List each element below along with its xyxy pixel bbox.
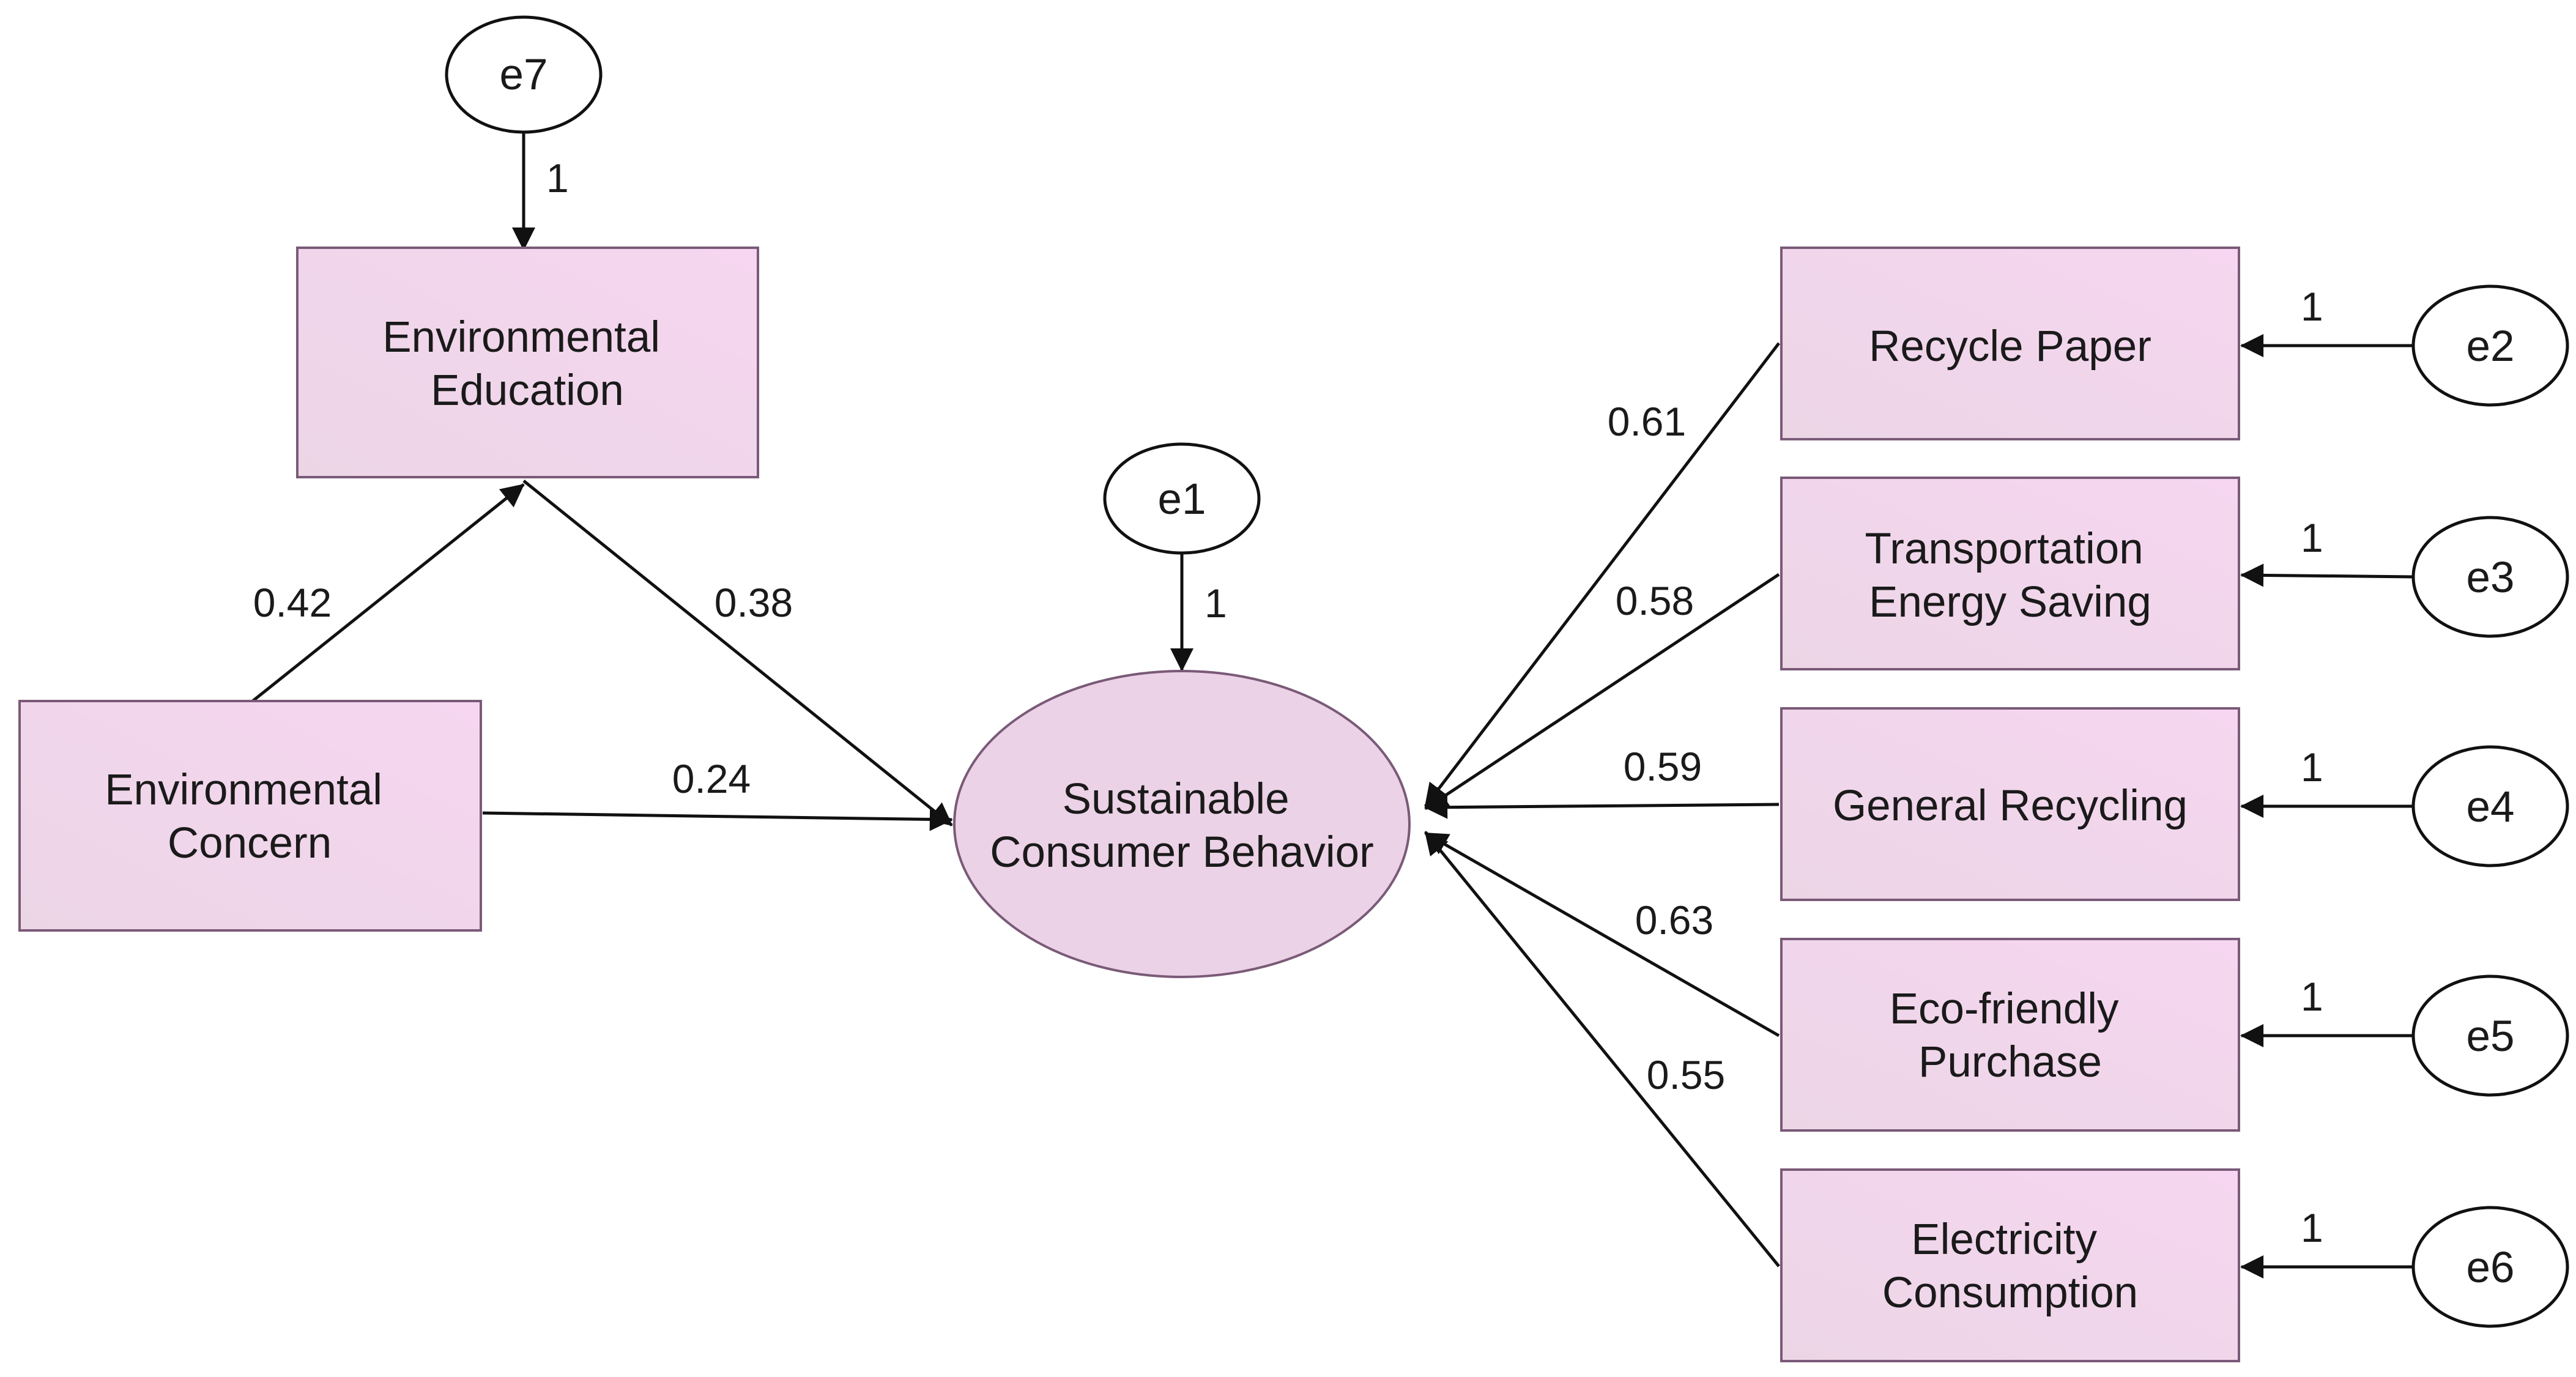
general-recycling-label: General Recycling — [1833, 782, 2188, 830]
environmental-education-label-line2: Education — [431, 366, 624, 415]
eco-friendly-purchase-label-line1: Eco-friendly — [1890, 985, 2119, 1033]
e6-label: e6 — [2467, 1244, 2515, 1292]
error-e6: e6 — [2411, 1206, 2569, 1328]
arrow-recycle-paper-to-behavior — [1424, 342, 1780, 807]
e2-label: e2 — [2467, 322, 2515, 371]
arrow-concern-to-behavior — [482, 807, 953, 831]
coef-electricity: 0.55 — [1647, 1052, 1725, 1097]
path-arrows — [251, 132, 2414, 1279]
arrow-education-to-behavior — [522, 480, 953, 826]
node-sustainable-consumer-behavior: Sustainable Consumer Behavior — [953, 670, 1411, 978]
node-recycle-paper: Recycle Paper — [1780, 247, 2240, 440]
error-e1: e1 — [1103, 442, 1261, 555]
e7-ellipse — [445, 15, 603, 134]
svg-text:Transportation Energy Sa: Transportation Energy Saving — [1865, 525, 2156, 626]
coef-concern-to-behavior: 0.24 — [672, 756, 751, 801]
loading-e2: 1 — [2301, 284, 2323, 329]
e3-ellipse — [2411, 516, 2569, 638]
environmental-concern-label-line2: Concern — [168, 819, 332, 867]
arrow-general-recycling-to-behavior — [1424, 795, 1780, 819]
e1-label: e1 — [1158, 475, 1206, 524]
environmental-education-box — [296, 247, 759, 478]
e5-label: e5 — [2467, 1012, 2515, 1061]
arrow-concern-to-education — [251, 483, 525, 702]
coef-eco-friendly: 0.63 — [1635, 897, 1713, 943]
arrow-transportation-to-behavior — [1424, 573, 1780, 811]
error-e2: e2 — [2411, 284, 2569, 407]
electricity-consumption-box — [1780, 1168, 2240, 1362]
svg-text:Electricity Consumption: Electricity Consumption — [1882, 1216, 2138, 1317]
node-environmental-concern: Environmental Concern — [18, 700, 482, 932]
svg-text:Eco-friendly Purchase: Eco-friendly Purchase — [1890, 985, 2131, 1086]
electricity-consumption-label-line1: Electricity — [1911, 1216, 2097, 1264]
e3-label: e3 — [2467, 554, 2515, 602]
loading-e6: 1 — [2301, 1205, 2323, 1250]
arrow-eco-friendly-to-behavior — [1424, 831, 1780, 1037]
node-electricity-consumption: Electricity Consumption — [1780, 1168, 2240, 1362]
e2-ellipse — [2411, 284, 2569, 407]
coef-concern-to-education: 0.42 — [253, 580, 332, 625]
recycle-paper-label: Recycle Paper — [1869, 322, 2151, 371]
node-general-recycling: General Recycling — [1780, 707, 2240, 901]
electricity-consumption-label-line2: Consumption — [1882, 1269, 2138, 1317]
error-loadings: 1 1 1 1 1 1 1 — [546, 155, 2323, 1250]
e4-label: e4 — [2467, 783, 2515, 831]
e4-ellipse — [2411, 745, 2569, 867]
error-e7: e7 — [445, 15, 603, 134]
coef-education-to-behavior: 0.38 — [715, 580, 793, 625]
eco-friendly-purchase-label-line2: Purchase — [1918, 1038, 2102, 1086]
e1-ellipse — [1103, 442, 1261, 555]
arrow-electricity-to-behavior — [1424, 831, 1780, 1268]
transportation-energy-saving-label-line1: Transportation — [1865, 525, 2144, 573]
loading-e7: 1 — [546, 155, 569, 201]
e5-ellipse — [2411, 974, 2569, 1097]
loading-e1: 1 — [1204, 581, 1227, 626]
environmental-concern-box — [18, 700, 482, 932]
error-e5: e5 — [2411, 974, 2569, 1097]
node-transportation-energy-saving: Transportation Energy Saving — [1780, 477, 2240, 670]
loading-e3: 1 — [2301, 515, 2323, 560]
general-recycling-box — [1780, 707, 2240, 901]
e6-ellipse — [2411, 1206, 2569, 1328]
coef-general-recycling: 0.59 — [1624, 744, 1702, 789]
environmental-concern-label-line1: Environmental — [105, 766, 382, 814]
sustainable-consumer-behavior-ellipse — [953, 670, 1411, 978]
coef-transportation: 0.58 — [1616, 578, 1694, 623]
e7-label: e7 — [500, 51, 548, 99]
path-coefficients: 0.42 0.38 0.24 0.61 0.58 0.59 0.63 0.55 — [253, 399, 1725, 1097]
error-e4: e4 — [2411, 745, 2569, 867]
svg-text:Sustainable Consumer Beh: Sustainable Consumer Behavior — [990, 775, 1373, 877]
sustainable-consumer-behavior-label-line2: Consumer Behavior — [990, 828, 1373, 877]
transportation-energy-saving-label-line2: Energy Saving — [1869, 578, 2151, 626]
node-eco-friendly-purchase: Eco-friendly Purchase — [1780, 938, 2240, 1132]
loading-e5: 1 — [2301, 974, 2323, 1019]
loading-e4: 1 — [2301, 744, 2323, 790]
arrow-e3-to-transportation — [2240, 563, 2414, 587]
svg-text:General Recycling: General Recycling — [1833, 782, 2188, 830]
environmental-education-label-line1: Environmental — [382, 313, 660, 362]
svg-text:Environmental Education: Environmental Education — [382, 313, 672, 415]
sustainable-consumer-behavior-label-line1: Sustainable — [1063, 775, 1290, 823]
svg-text:Recycle Paper: Recycle Paper — [1869, 322, 2151, 371]
recycle-paper-box — [1780, 247, 2240, 440]
svg-text:Environmental Concern: Environmental Concern — [105, 766, 395, 867]
coef-recycle-paper: 0.61 — [1608, 399, 1686, 444]
transportation-energy-saving-box — [1780, 477, 2240, 670]
eco-friendly-purchase-box — [1780, 938, 2240, 1132]
node-environmental-education: Environmental Education — [296, 247, 759, 478]
error-e3: e3 — [2411, 516, 2569, 638]
